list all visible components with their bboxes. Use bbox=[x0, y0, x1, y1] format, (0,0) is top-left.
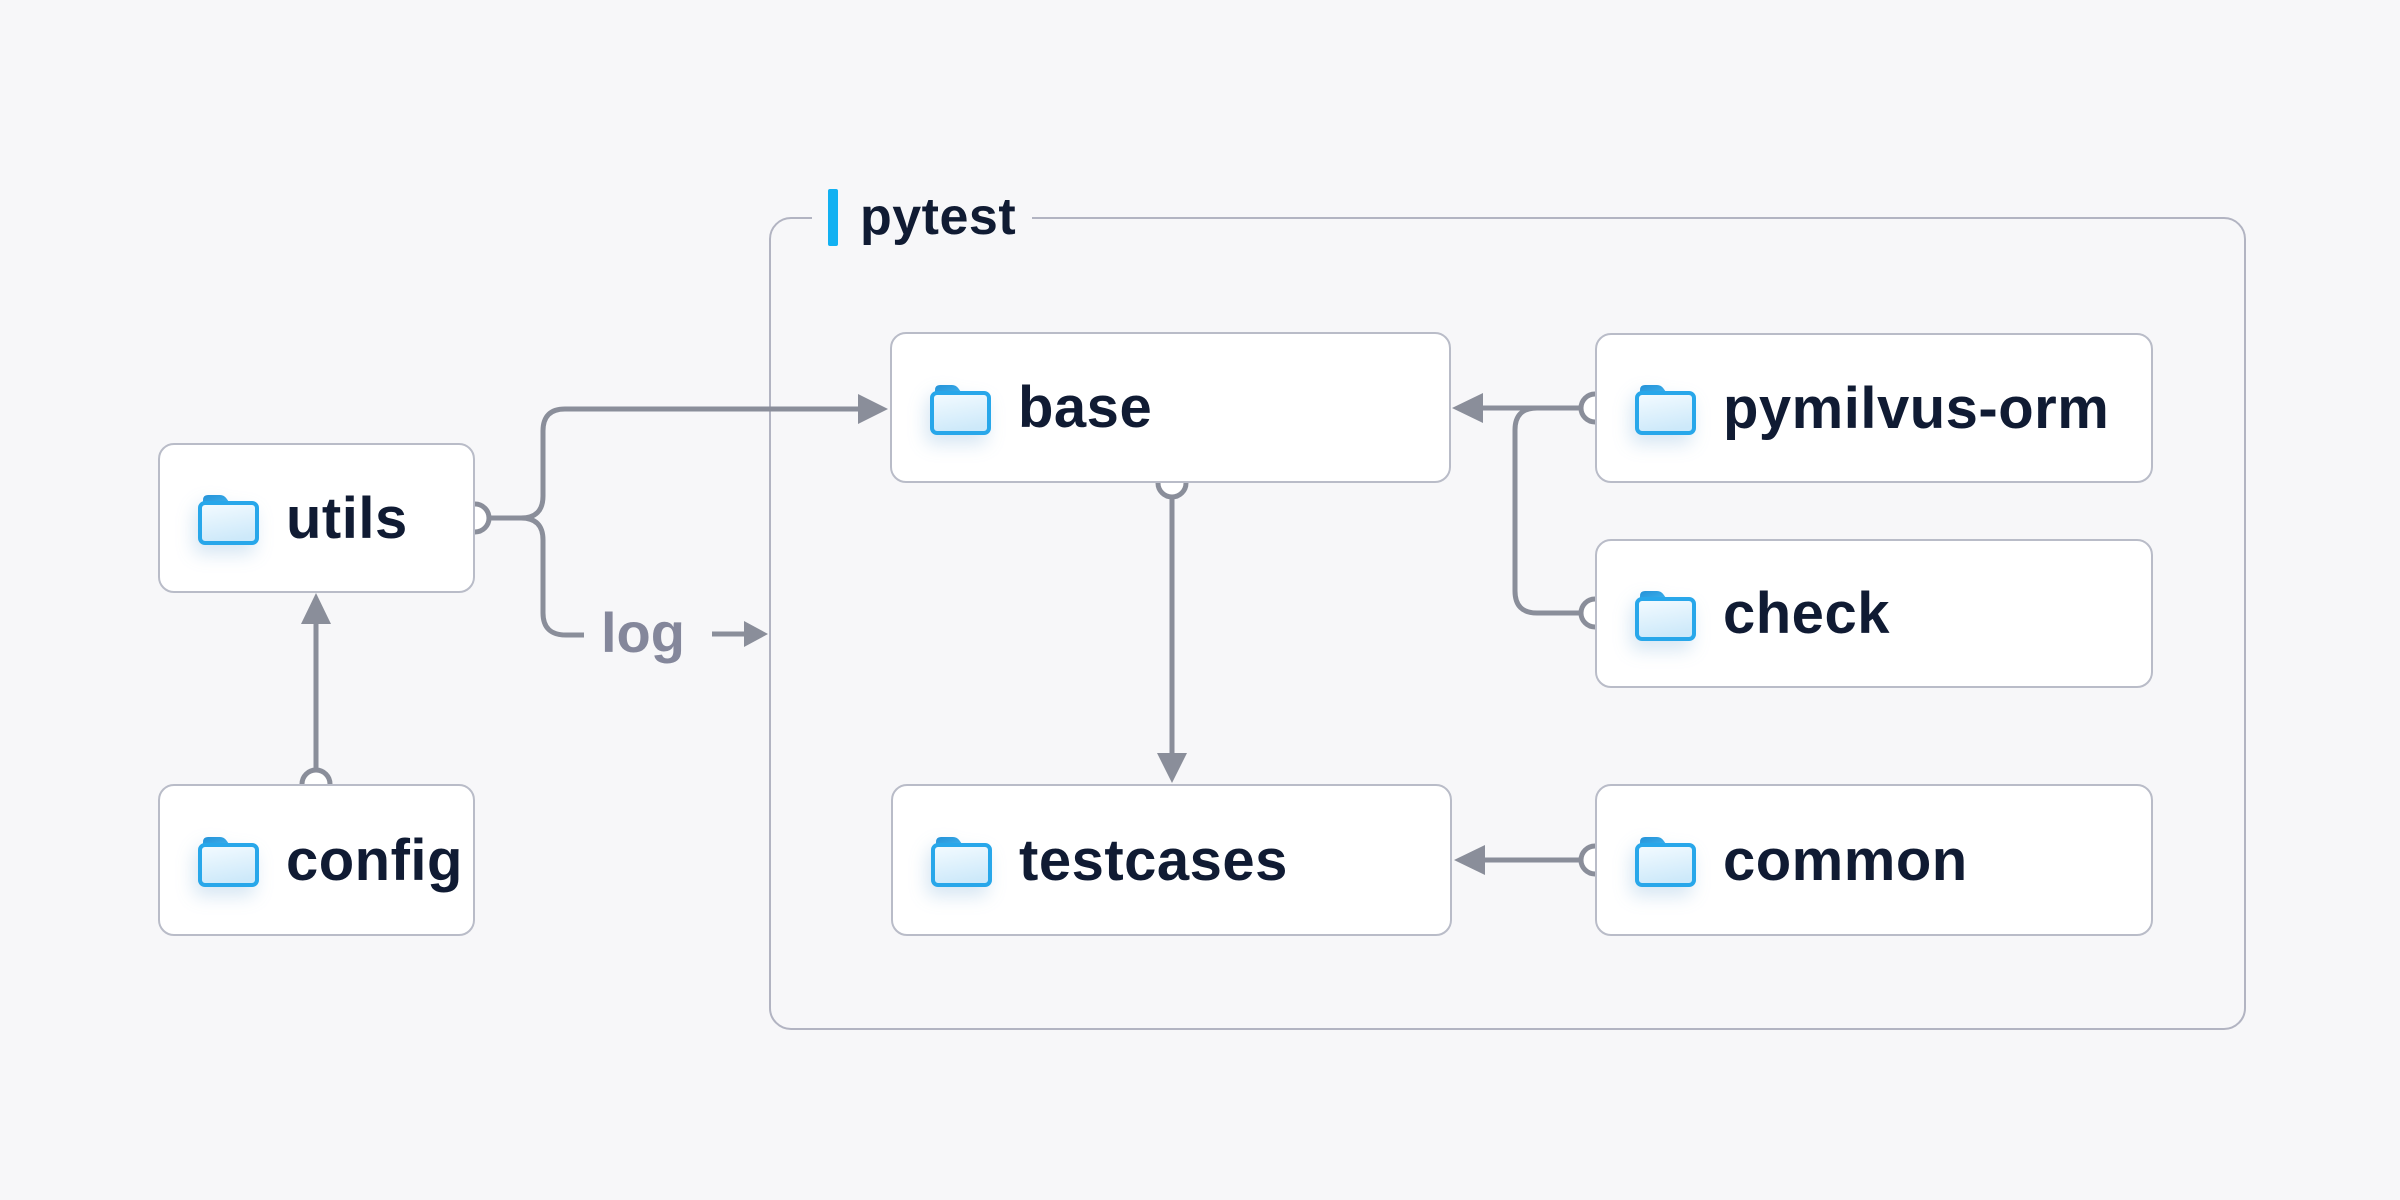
folder-icon bbox=[1633, 381, 1697, 435]
group-legend: pytest bbox=[812, 186, 1033, 248]
edge-label-log: log bbox=[601, 600, 685, 664]
folder-icon bbox=[929, 833, 993, 887]
node-base: base bbox=[890, 332, 1451, 483]
node-label: config bbox=[286, 827, 463, 893]
folder-icon bbox=[196, 491, 260, 545]
node-config: config bbox=[158, 784, 475, 936]
folder-icon bbox=[1633, 833, 1697, 887]
node-label: utils bbox=[286, 485, 408, 551]
node-label: check bbox=[1723, 581, 1890, 646]
node-testcases: testcases bbox=[891, 784, 1452, 936]
edge-utils-base bbox=[489, 394, 888, 521]
group-label: pytest bbox=[860, 188, 1017, 246]
node-label: common bbox=[1723, 827, 1968, 893]
edge-config-utils bbox=[299, 593, 333, 801]
node-utils: utils bbox=[158, 443, 475, 593]
edge-base-testcases bbox=[1155, 466, 1189, 783]
edge-log-arrow bbox=[712, 621, 768, 647]
folder-icon bbox=[1633, 587, 1697, 641]
legend-accent-bar bbox=[828, 188, 838, 246]
node-pymilvus-orm: pymilvus-orm bbox=[1595, 333, 2153, 483]
node-label: base bbox=[1018, 375, 1153, 440]
folder-icon bbox=[928, 381, 992, 435]
edge-common-testcases bbox=[1454, 843, 1612, 877]
node-label: testcases bbox=[1019, 827, 1288, 893]
node-check: check bbox=[1595, 539, 2153, 688]
node-label: pymilvus-orm bbox=[1723, 375, 2110, 441]
folder-icon bbox=[196, 833, 260, 887]
node-common: common bbox=[1595, 784, 2153, 936]
edge-utils-log bbox=[458, 501, 584, 638]
pytest-group-box bbox=[769, 217, 2246, 1030]
